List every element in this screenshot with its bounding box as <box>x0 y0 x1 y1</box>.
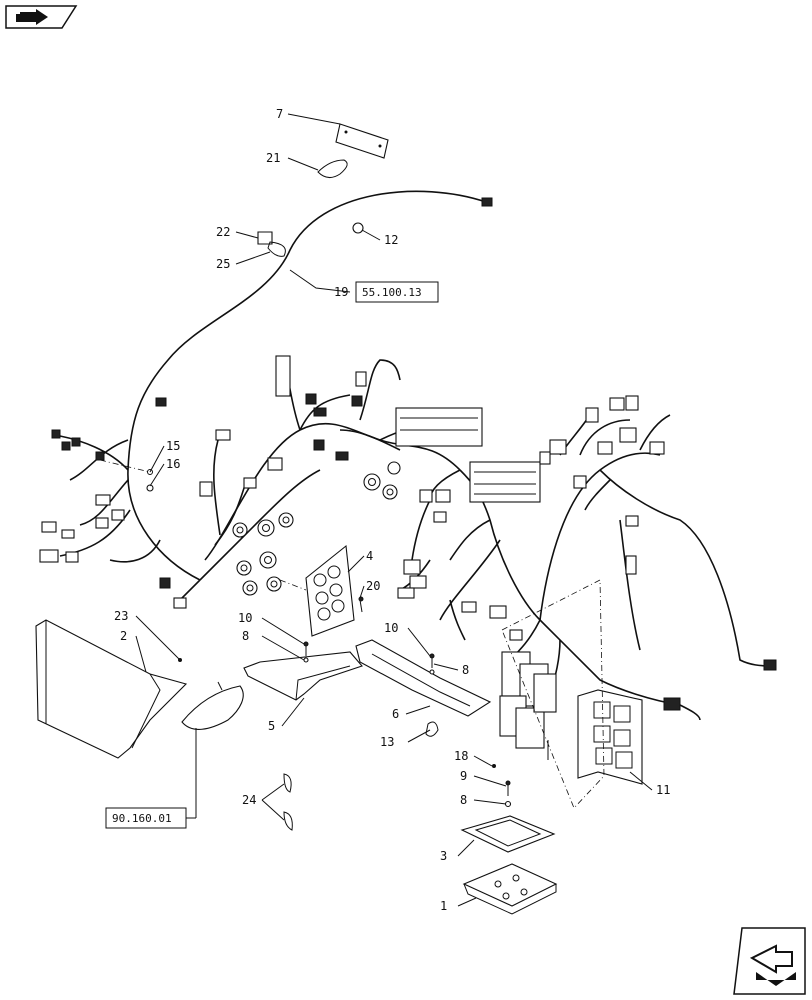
label-5: 5 <box>268 719 275 733</box>
bracket-part-5 <box>243 651 363 701</box>
plate-part-4 <box>279 544 355 637</box>
label-9: 9 <box>460 769 467 783</box>
bracket-part-6 <box>355 639 492 717</box>
gasket-part-3 <box>460 815 556 853</box>
shield-part-2 <box>35 619 188 759</box>
label-19: 19 <box>334 285 348 299</box>
label-11: 11 <box>656 783 670 797</box>
label-4: 4 <box>366 549 373 563</box>
label-16: 16 <box>166 457 180 471</box>
part-18-marker <box>492 764 496 768</box>
main-harness-part-19 <box>59 190 773 721</box>
grommet-part-12 <box>352 222 364 234</box>
clip-part-22 <box>257 231 273 245</box>
tie-part-13 <box>425 721 439 737</box>
label-10-left: 10 <box>238 611 252 625</box>
leader-lines <box>135 113 653 907</box>
reference-harness-box[interactable]: 55.100.13 <box>355 281 439 303</box>
label-18: 18 <box>454 749 468 763</box>
label-13: 13 <box>380 735 394 749</box>
label-24: 24 <box>242 793 256 807</box>
label-3: 3 <box>440 849 447 863</box>
reference-harness-text: 55.100.13 <box>362 286 422 299</box>
screw-part-9 <box>505 780 511 796</box>
part-labels: 7 21 22 25 12 19 15 16 4 20 23 2 10 8 5 … <box>114 107 670 913</box>
label-10-right: 10 <box>384 621 398 635</box>
harness-connectors <box>39 355 777 711</box>
reference-cover-box[interactable]: 90.160.01 <box>105 807 187 829</box>
label-2: 2 <box>120 629 127 643</box>
label-22: 22 <box>216 225 230 239</box>
screw-part-20 <box>358 596 364 613</box>
reference-cover-text: 90.160.01 <box>112 812 172 825</box>
label-12: 12 <box>384 233 398 247</box>
cover-with-lead <box>181 681 244 818</box>
label-7: 7 <box>276 107 283 121</box>
bracket-part-7 <box>335 123 389 159</box>
washer-part-8 <box>504 800 512 808</box>
label-20: 20 <box>366 579 380 593</box>
label-15: 15 <box>166 439 180 453</box>
label-23: 23 <box>114 609 128 623</box>
label-6: 6 <box>392 707 399 721</box>
label-25: 25 <box>216 257 230 271</box>
label-8-left: 8 <box>242 629 249 643</box>
label-8-lower: 8 <box>460 793 467 807</box>
bracket-part-11 <box>577 689 643 785</box>
label-21: 21 <box>266 151 280 165</box>
label-1: 1 <box>440 899 447 913</box>
cable-tie-part-21 <box>317 159 348 178</box>
clips-part-24 <box>283 773 293 831</box>
part-15-marker <box>147 469 153 475</box>
previous-page-icon[interactable] <box>5 5 78 29</box>
plate-part-1 <box>462 863 558 915</box>
clip-part-25 <box>267 241 286 257</box>
label-8-right: 8 <box>462 663 469 677</box>
part-16-marker <box>146 484 154 492</box>
relay-modules <box>499 651 557 760</box>
next-page-icon[interactable] <box>733 927 806 995</box>
